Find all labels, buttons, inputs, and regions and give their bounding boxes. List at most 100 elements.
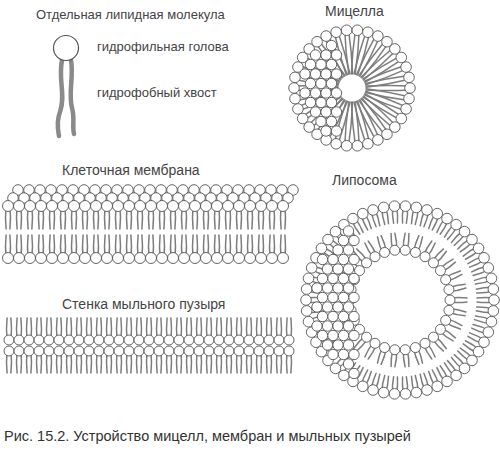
lipid-head xyxy=(91,253,102,264)
lipid-head xyxy=(328,311,338,321)
lipid-head xyxy=(473,243,484,254)
lipid-head xyxy=(256,201,267,212)
lipid-head xyxy=(4,335,14,345)
lipid-head xyxy=(316,116,326,126)
lipid-head xyxy=(223,201,234,212)
lipid-head xyxy=(14,346,24,356)
lipid-head xyxy=(333,245,343,255)
lipid-head xyxy=(352,140,363,151)
lipid-head xyxy=(104,346,114,356)
lipid-head xyxy=(44,346,54,356)
lipid-head xyxy=(134,335,144,345)
lipid-head xyxy=(428,258,438,268)
lipid-head xyxy=(4,346,14,356)
lipid-head xyxy=(264,335,274,345)
lipid-head xyxy=(444,305,454,315)
lipid-head xyxy=(297,113,308,124)
lipid-head xyxy=(24,346,34,356)
lipid-head xyxy=(411,387,422,398)
lipid-head xyxy=(54,335,64,345)
lipid-head xyxy=(34,346,44,356)
lipid-head xyxy=(284,335,294,345)
lipid-head xyxy=(94,346,104,356)
lipid-head xyxy=(274,335,284,345)
lipid-head xyxy=(69,253,80,264)
lipid-head xyxy=(331,27,342,38)
lipid-head xyxy=(305,59,315,69)
lipid-head xyxy=(400,245,410,255)
lipid-head xyxy=(341,25,352,36)
lipid-head xyxy=(214,335,224,345)
lipid-tail xyxy=(366,91,407,107)
lipid-head xyxy=(154,346,164,356)
lipid-head xyxy=(370,338,380,348)
lipid-head xyxy=(488,284,499,295)
lipid-head xyxy=(36,201,47,212)
lipid-head xyxy=(445,295,455,305)
lipid-head xyxy=(223,253,234,264)
lipid-head xyxy=(102,201,113,212)
lipid-head xyxy=(190,201,201,212)
lipid-head xyxy=(144,346,154,356)
lipid-head xyxy=(435,266,445,276)
lipid-head xyxy=(338,292,348,302)
lipid-head xyxy=(357,208,368,219)
lipid-head xyxy=(432,208,443,219)
lipid-head xyxy=(58,201,69,212)
lipid-tail xyxy=(71,60,74,134)
lipid-head xyxy=(442,213,453,224)
lipid-head xyxy=(74,346,84,356)
lipid-head xyxy=(3,201,14,212)
lipid-head xyxy=(401,104,412,115)
lipid-head xyxy=(267,253,278,264)
lipid-head xyxy=(284,346,294,356)
lipid-head xyxy=(363,138,374,149)
lipid-head xyxy=(234,253,245,264)
part-label: гидрофобный хвост xyxy=(97,85,217,100)
lipid-head xyxy=(321,126,331,136)
lipid-head xyxy=(300,69,310,79)
lipid-head xyxy=(146,253,157,264)
lipid-head xyxy=(328,254,338,264)
lipid-head xyxy=(343,359,353,369)
lipid-head xyxy=(349,349,359,359)
lipid-head xyxy=(389,389,400,400)
single-lipid xyxy=(54,36,79,137)
lipid-head xyxy=(380,247,390,257)
lipid-head xyxy=(274,346,284,356)
lipid-head xyxy=(14,201,25,212)
lipid-head xyxy=(94,335,104,345)
lipid-head xyxy=(256,253,267,264)
lipid-head xyxy=(338,311,348,321)
lipid-head xyxy=(114,335,124,345)
lipid-head xyxy=(343,302,353,312)
lipid-head xyxy=(331,126,341,136)
lipid-head xyxy=(204,346,214,356)
structure-label: Липосома xyxy=(332,172,397,188)
lipid-head xyxy=(400,201,411,212)
lipid-head xyxy=(154,335,164,345)
lipid-head xyxy=(352,25,363,36)
lipid-head xyxy=(201,253,212,264)
lipid-head xyxy=(441,275,451,285)
lipid-head xyxy=(338,330,348,340)
lipid-head xyxy=(389,201,400,212)
lipid-head xyxy=(404,93,415,104)
lipid-head xyxy=(328,273,338,283)
lipid-head xyxy=(317,273,327,283)
lipid-head xyxy=(168,253,179,264)
lipid-head xyxy=(326,116,336,126)
lipid-head xyxy=(328,349,338,359)
lipid-head xyxy=(14,253,25,264)
lipid-head xyxy=(267,201,278,212)
lipid-head xyxy=(316,78,326,88)
lipid-head xyxy=(401,62,412,73)
lipid-head xyxy=(349,235,359,245)
lipid-head xyxy=(333,302,343,312)
lipid-head xyxy=(102,253,113,264)
lipid-head xyxy=(444,285,454,295)
lipid-head xyxy=(467,234,478,245)
lipid-head xyxy=(410,247,420,257)
lipid-head xyxy=(144,335,154,345)
